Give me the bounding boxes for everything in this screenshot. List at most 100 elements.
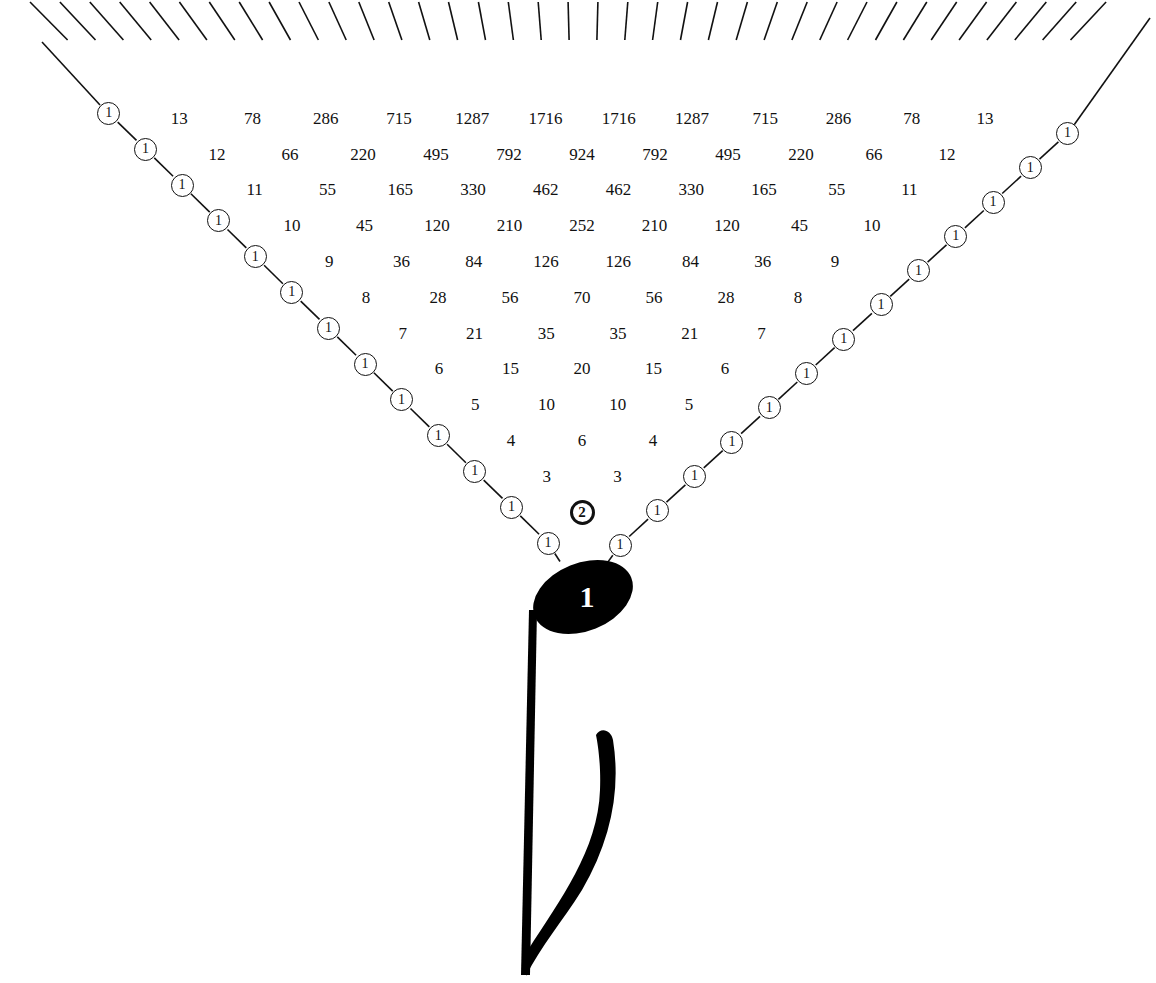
triangle-number: 286	[313, 110, 339, 127]
connector-line	[447, 444, 466, 462]
triangle-number: 210	[642, 217, 668, 234]
circle-number: 1	[990, 195, 997, 209]
circle-number: 1	[435, 429, 442, 443]
triangle-number: 45	[791, 217, 808, 234]
triangle-number: 495	[423, 146, 449, 163]
hatch-line	[179, 2, 207, 40]
connector-line	[1040, 142, 1059, 159]
triangle-number: 9	[831, 253, 840, 270]
hatch-line	[987, 2, 1017, 40]
hatch-line	[239, 2, 262, 40]
triangle-number: 36	[754, 253, 771, 270]
hatch-line	[625, 2, 628, 40]
triangle-number: 12	[939, 146, 956, 163]
circle-number: 1	[252, 250, 259, 264]
connector-line	[411, 409, 430, 427]
circle-number: 1	[878, 298, 885, 312]
triangle-number: 10	[538, 396, 555, 413]
hatch-line	[120, 2, 152, 40]
note-stem	[521, 610, 537, 975]
circle-number: 1	[654, 504, 661, 518]
connector-line	[965, 211, 984, 228]
hatch-lines	[30, 2, 1106, 40]
triangle-number: 924	[569, 146, 595, 163]
circle-node: 1	[870, 293, 893, 316]
hatch-line	[959, 2, 987, 40]
hatch-line	[876, 2, 897, 40]
triangle-number: 120	[714, 217, 740, 234]
connector-line	[191, 194, 210, 212]
circle-node: 1	[390, 388, 413, 411]
triangle-number: 6	[721, 360, 730, 377]
circle-number: 1	[728, 435, 735, 449]
connector-line	[118, 122, 137, 140]
circle-number: 1	[398, 393, 405, 407]
edge-line	[1074, 18, 1150, 125]
hatch-line	[597, 2, 598, 40]
triangle-number: 6	[578, 432, 587, 449]
triangle-number: 15	[502, 360, 519, 377]
connector-line	[520, 516, 539, 534]
hatch-line	[299, 2, 318, 40]
hatch-line	[449, 2, 458, 40]
note-flag	[526, 730, 616, 976]
circle-node: 1	[1019, 156, 1042, 179]
triangle-number: 11	[901, 181, 917, 198]
circle-node: 1	[982, 191, 1005, 214]
triangle-number: 495	[715, 146, 741, 163]
triangle-number: 1287	[455, 110, 489, 127]
connector-line	[264, 265, 283, 283]
hatch-line	[150, 2, 180, 40]
circle-node: 1	[280, 281, 303, 304]
hatch-line	[568, 2, 569, 40]
connector-line	[928, 245, 947, 262]
hatch-line	[792, 2, 807, 40]
circle-number: 1	[508, 500, 515, 514]
triangle-number: 1716	[528, 110, 562, 127]
triangle-number: 165	[387, 181, 413, 198]
circle-number: 1	[288, 285, 295, 299]
triangle-number: 9	[325, 253, 334, 270]
circle-node: 1	[97, 102, 120, 125]
connector-line	[667, 485, 686, 502]
note-number: 1	[580, 582, 595, 612]
circle-node: 1	[463, 460, 486, 483]
triangle-number: 78	[244, 110, 261, 127]
triangle-number: 462	[533, 181, 559, 198]
triangle-number: 220	[350, 146, 376, 163]
triangle-number: 210	[497, 217, 523, 234]
circle-number: 1	[179, 178, 186, 192]
connector-line	[228, 230, 247, 248]
triangle-number: 45	[356, 217, 373, 234]
triangle-number: 84	[682, 253, 699, 270]
hatch-line	[478, 2, 485, 40]
triangle-number: 13	[171, 110, 188, 127]
triangle-number: 15	[645, 360, 662, 377]
circle-node: 1	[832, 328, 855, 351]
triangle-number: 715	[386, 110, 412, 127]
note-head-ellipse	[528, 559, 638, 635]
triangle-number: 10	[609, 396, 626, 413]
triangle-number: 1287	[675, 110, 709, 127]
triangle-number: 462	[606, 181, 632, 198]
connector-line	[154, 158, 173, 176]
hatch-line	[708, 2, 717, 40]
connector-line	[778, 382, 797, 399]
circle-node: 1	[609, 534, 632, 557]
connector-line	[555, 554, 560, 562]
triangle-number: 330	[678, 181, 704, 198]
connector-line	[629, 519, 648, 536]
note-head: 1	[528, 559, 638, 635]
triangle-number: 21	[681, 325, 698, 342]
circle-node: 1	[720, 431, 743, 454]
circle-node: 1	[944, 225, 967, 248]
hatch-line	[848, 2, 867, 40]
triangle-number: 55	[828, 181, 845, 198]
hatch-line	[1043, 2, 1077, 40]
triangle-number: 286	[826, 110, 852, 127]
circle-number: 1	[362, 357, 369, 371]
hatch-line	[538, 2, 541, 40]
triangle-number: 20	[574, 360, 591, 377]
triangle-number: 120	[424, 217, 450, 234]
hatch-line	[508, 2, 513, 40]
